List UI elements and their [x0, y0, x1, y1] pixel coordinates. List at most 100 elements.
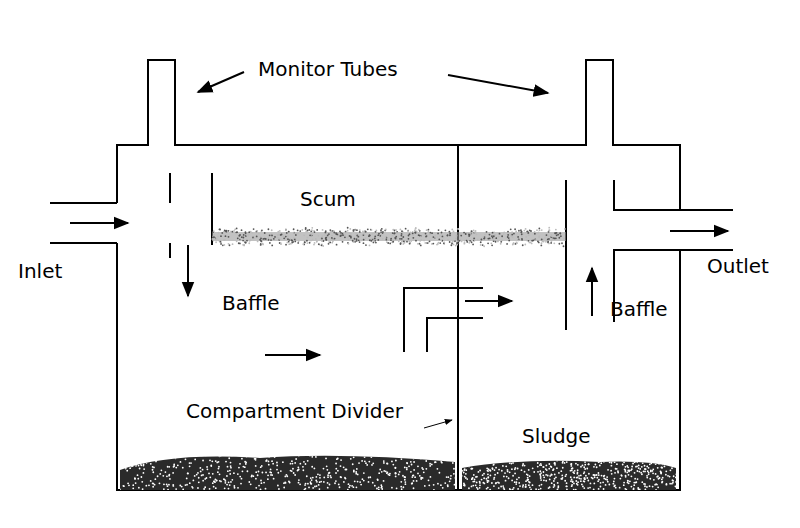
sludge-speck — [453, 460, 455, 462]
sludge-speck — [434, 451, 436, 453]
scum-speck — [511, 233, 513, 235]
sludge-speck — [473, 474, 475, 476]
sludge-speck — [233, 485, 235, 487]
sludge-speck — [159, 482, 161, 484]
sludge-speck — [236, 450, 238, 452]
sludge-speck — [472, 485, 474, 487]
sludge-speck — [226, 450, 228, 452]
sludge-speck — [400, 481, 402, 483]
sludge-speck — [631, 475, 633, 477]
scum-speck — [251, 232, 253, 234]
sludge-speck — [486, 467, 488, 469]
scum-speck — [352, 229, 354, 231]
leader-line — [424, 420, 452, 428]
scum-speck — [340, 235, 342, 237]
sludge-speck — [477, 471, 479, 473]
sludge-speck — [575, 489, 577, 491]
sludge-speck — [449, 480, 451, 482]
scum-speck — [546, 234, 548, 236]
sludge-speck — [398, 473, 400, 475]
sludge-speck — [317, 473, 319, 475]
sludge-speck — [132, 487, 134, 489]
sludge-speck — [229, 473, 231, 475]
sludge-speck — [436, 468, 438, 470]
sludge-speck — [598, 461, 600, 463]
sludge-speck — [282, 461, 284, 463]
sludge-speck — [189, 482, 191, 484]
sludge-speck — [529, 486, 531, 488]
sludge-speck — [142, 457, 144, 459]
scum-speck — [363, 242, 365, 244]
sludge-speck — [381, 488, 383, 490]
sludge-speck — [297, 469, 299, 471]
scum-speck — [485, 237, 487, 239]
sludge-speck — [364, 456, 366, 458]
sludge-speck — [413, 487, 415, 489]
sludge-speck — [605, 484, 607, 486]
sludge-speck — [493, 485, 495, 487]
sludge-speck — [623, 457, 625, 459]
sludge-speck — [141, 481, 143, 483]
scum-speck — [239, 239, 241, 241]
sludge-speck — [163, 483, 165, 485]
sludge-speck — [312, 477, 314, 479]
scum-speck — [267, 236, 269, 238]
sludge-layer — [117, 449, 457, 491]
sludge-speck — [609, 461, 611, 463]
sludge-speck — [290, 470, 292, 472]
sludge-speck — [353, 486, 355, 488]
sludge-speck — [237, 473, 239, 475]
scum-speck — [447, 234, 449, 236]
sludge-speck — [290, 463, 292, 465]
sludge-speck — [557, 459, 559, 461]
scum-speck — [552, 238, 554, 240]
sludge-speck — [228, 488, 230, 490]
scum-speck — [269, 234, 271, 236]
sludge-speck — [576, 483, 578, 485]
sludge-speck — [420, 458, 422, 460]
sludge-speck — [649, 463, 651, 465]
sludge-speck — [611, 473, 613, 475]
sludge-speck — [509, 457, 511, 459]
sludge-speck — [655, 489, 657, 491]
sludge-speck — [186, 478, 188, 480]
sludge-speck — [662, 462, 664, 464]
sludge-speck — [416, 480, 418, 482]
scum-speck — [447, 235, 449, 237]
sludge-speck — [471, 485, 473, 487]
scum-speck — [213, 234, 215, 236]
scum-speck — [392, 232, 394, 234]
scum-speck — [245, 231, 247, 233]
scum-speck — [548, 243, 550, 245]
sludge-speck — [632, 459, 634, 461]
sludge-speck — [566, 482, 568, 484]
sludge-speck — [192, 487, 194, 489]
scum-speck — [514, 228, 516, 230]
scum-speck — [429, 234, 431, 236]
sludge-speck — [220, 481, 222, 483]
sludge-speck — [511, 468, 513, 470]
scum-speck — [558, 243, 560, 245]
sludge-speck — [155, 450, 157, 452]
scum-speck — [382, 238, 384, 240]
sludge-speck — [626, 457, 628, 459]
sludge-speck — [326, 465, 328, 467]
sludge-speck — [551, 474, 553, 476]
sludge-speck — [502, 485, 504, 487]
sludge-speck — [250, 483, 252, 485]
sludge-speck — [371, 464, 373, 466]
scum-speck — [435, 235, 437, 237]
sludge-speck — [635, 481, 637, 483]
sludge-speck — [423, 454, 425, 456]
scum-speck — [321, 235, 323, 237]
scum-speck — [464, 240, 466, 242]
sludge-speck — [337, 470, 339, 472]
scum-speck — [220, 235, 222, 237]
sludge-speck — [513, 487, 515, 489]
sludge-speck — [139, 468, 141, 470]
sludge-speck — [209, 459, 211, 461]
sludge-speck — [631, 486, 633, 488]
scum-speck — [214, 237, 216, 239]
sludge-speck — [209, 488, 211, 490]
sludge-speck — [315, 480, 317, 482]
